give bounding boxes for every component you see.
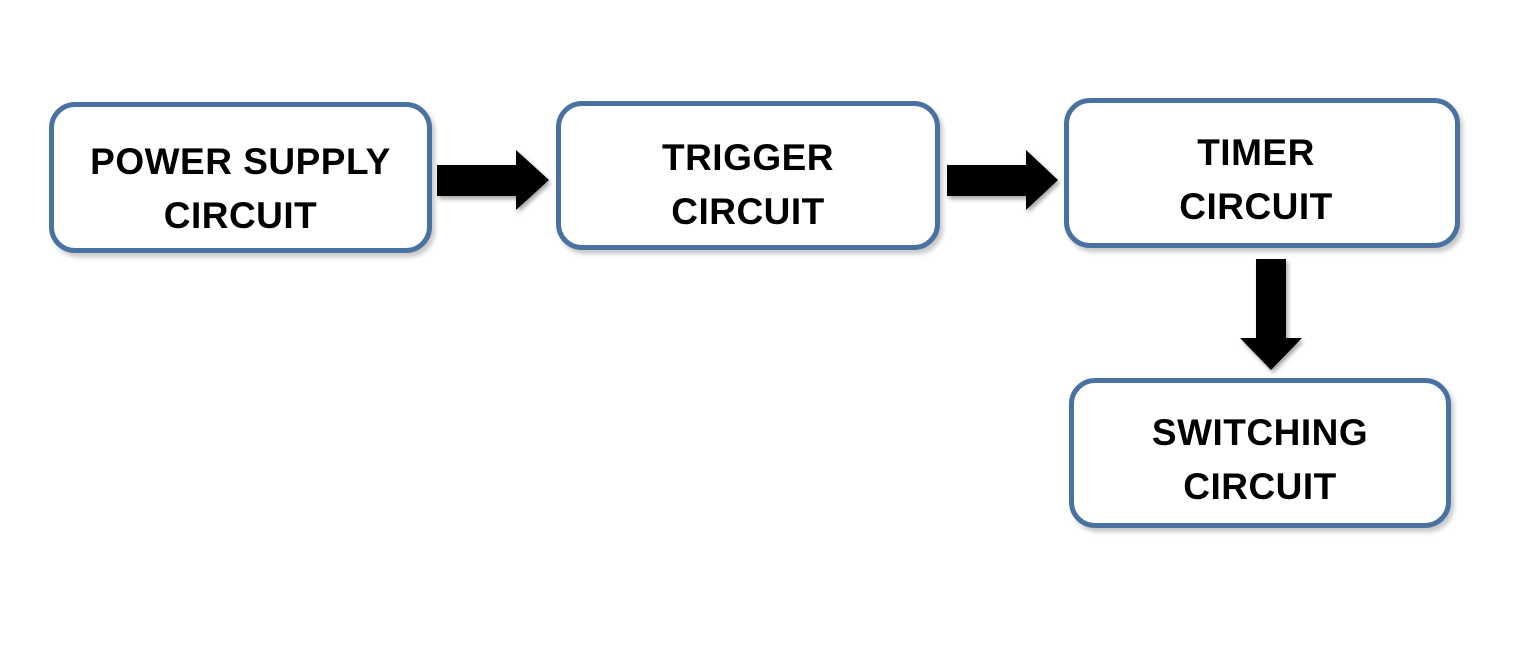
block-label-line2: CIRCUIT	[1179, 186, 1333, 227]
block-label-line1: POWER SUPPLY	[90, 141, 391, 182]
trigger-circuit-block: TRIGGER CIRCUIT	[556, 101, 940, 250]
block-label-line2: CIRCUIT	[163, 195, 318, 236]
power-supply-circuit-block: POWER SUPPLY CIRCUIT	[49, 102, 432, 253]
block-label-line2: CIRCUIT	[671, 191, 825, 232]
block-label-line1: TIMER	[1197, 132, 1315, 173]
block-label-line2: CIRCUIT	[1183, 466, 1337, 507]
arrow-timer-to-switching	[1240, 259, 1302, 370]
timer-circuit-block: TIMER CIRCUIT	[1064, 98, 1460, 248]
arrow-power-to-trigger	[437, 150, 549, 210]
switching-circuit-block: SWITCHING CIRCUIT	[1069, 378, 1451, 528]
arrow-trigger-to-timer	[947, 150, 1058, 210]
block-label-line1: TRIGGER	[661, 137, 835, 178]
block-label-line1: SWITCHING	[1151, 412, 1369, 453]
